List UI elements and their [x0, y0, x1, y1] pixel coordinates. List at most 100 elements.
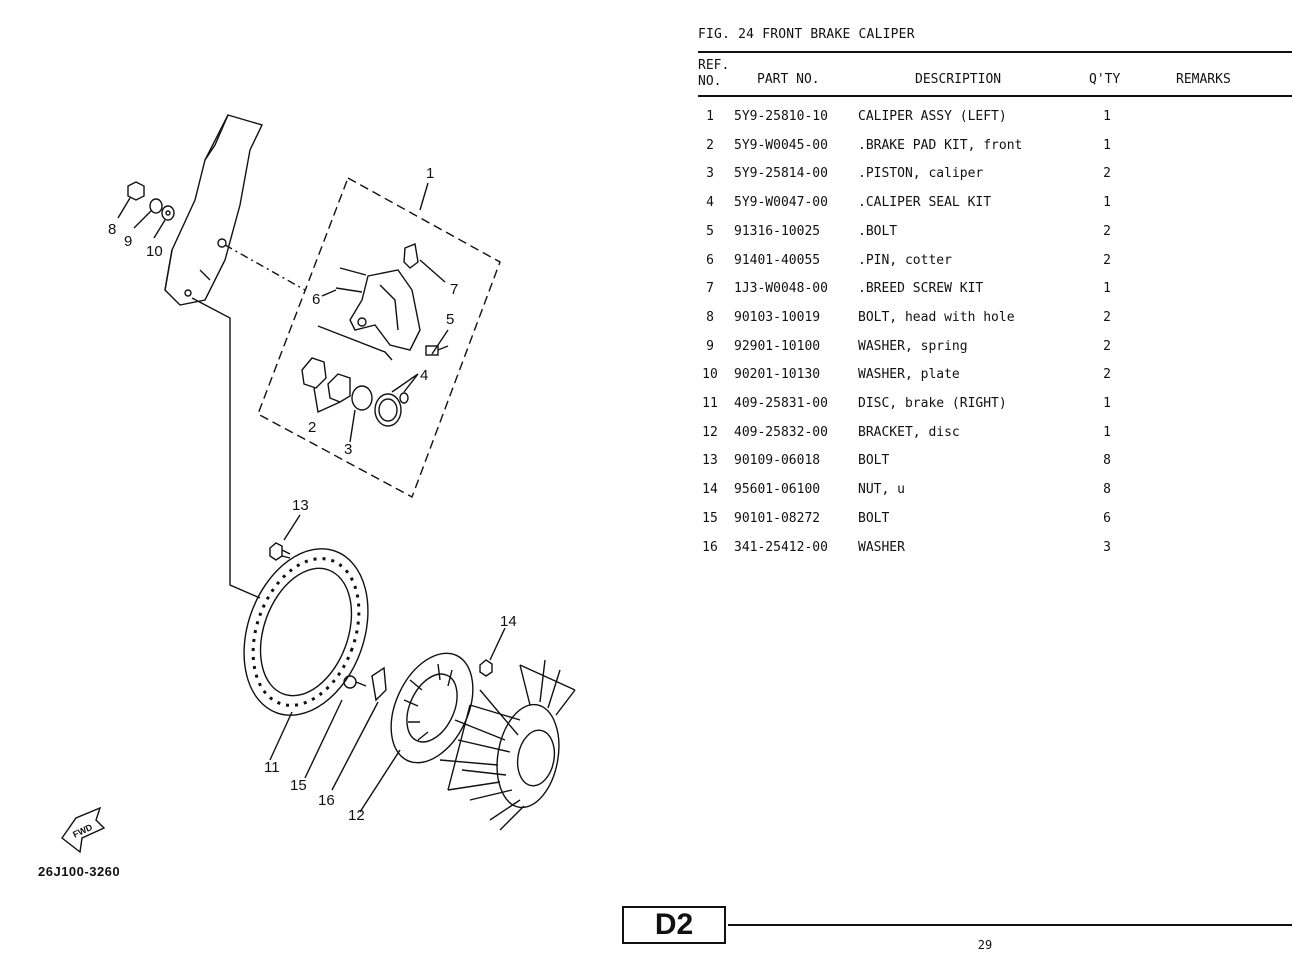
description: CALIPER ASSY (LEFT) — [858, 109, 1007, 124]
ref-no: 3 — [706, 166, 714, 182]
part-no: 90103-10019 — [734, 309, 821, 325]
callout-7: 7 — [450, 281, 458, 298]
quantity: 6 — [1103, 510, 1111, 526]
ref-no: 10 — [702, 367, 718, 383]
quantity: 1 — [1103, 396, 1111, 411]
ref-no: 6 — [706, 252, 714, 268]
callout-10: 10 — [146, 243, 163, 260]
part-no: 5Y9-W0045-00 — [734, 137, 828, 153]
header-part-no: PART NO. — [757, 72, 820, 87]
ref-no: 12 — [702, 424, 718, 440]
caliper-assy-box — [257, 176, 501, 498]
description: .CALIPER SEAL KIT — [858, 195, 992, 211]
table-row: 3 5Y9-25814-00 .PISTON, caliper 2 — [698, 166, 1292, 186]
callout-3: 3 — [344, 441, 352, 458]
quantity: 2 — [1103, 367, 1111, 383]
quantity: 2 — [1103, 338, 1111, 354]
table-row: 4 5Y9-W0047-00 .CALIPER SEAL KIT 1 — [698, 195, 1292, 215]
ref-no: 5 — [706, 223, 714, 239]
part-no: 95601-06100 — [734, 482, 821, 498]
caliper-body-drawing — [317, 243, 449, 361]
bolt-13-drawing — [269, 514, 301, 561]
description: BOLT — [858, 510, 890, 526]
table-row: 15 90101-08272 BOLT 6 — [698, 511, 1292, 531]
callout-12: 12 — [348, 807, 365, 824]
piston-seals-drawing — [349, 373, 419, 443]
exploded-parts-diagram: 1 2 3 4 5 6 7 8 9 10 11 12 13 14 15 16 F… — [61, 114, 576, 854]
description: BOLT — [858, 453, 890, 469]
description: .PISTON, caliper — [858, 166, 984, 182]
quantity: 1 — [1103, 424, 1111, 440]
ref-no: 2 — [706, 137, 714, 153]
leader-fork-disc — [191, 297, 261, 599]
table-row: 7 1J3-W0048-00 .BREED SCREW KIT 1 — [698, 281, 1292, 301]
part-no: 409-25832-00 — [734, 424, 828, 440]
leader-fork-caliper — [224, 244, 306, 291]
callout-15: 15 — [290, 777, 307, 794]
part-no: 90109-06018 — [734, 453, 821, 469]
callout-14: 14 — [500, 613, 517, 630]
fwd-arrow-drawing — [61, 806, 106, 854]
quantity: 1 — [1103, 137, 1111, 153]
title-rule — [698, 51, 1292, 53]
table-row: 2 5Y9-W0045-00 .BRAKE PAD KIT, front 1 — [698, 138, 1292, 158]
figure-title: FIG. 24 FRONT BRAKE CALIPER — [698, 27, 915, 42]
ref-no: 14 — [702, 482, 718, 498]
part-no: 90101-08272 — [734, 510, 821, 526]
callout-6: 6 — [312, 291, 320, 308]
nut-14-drawing — [479, 627, 506, 677]
part-no: 5Y9-25814-00 — [734, 166, 828, 182]
brake-disc-drawing — [243, 548, 369, 761]
ref-no: 4 — [706, 195, 714, 211]
brake-pads-drawing — [301, 357, 351, 414]
ref-no: 8 — [706, 309, 714, 325]
callout-9: 9 — [124, 233, 132, 250]
callout-16: 16 — [318, 792, 335, 809]
quantity: 2 — [1103, 309, 1111, 325]
callout-2: 2 — [308, 419, 316, 436]
leader-1 — [419, 182, 429, 211]
callout-5: 5 — [446, 311, 454, 328]
callout-4: 4 — [420, 367, 428, 384]
description: WASHER — [858, 539, 905, 555]
part-no: 341-25412-00 — [734, 539, 828, 555]
header-ref-line2: NO. — [698, 74, 722, 89]
quantity: 1 — [1103, 281, 1111, 297]
ref-no: 13 — [702, 453, 718, 469]
header-qty: Q'TY — [1089, 72, 1121, 87]
header-ref-line1: REF. — [698, 58, 730, 73]
callout-13: 13 — [292, 497, 309, 514]
description: WASHER, spring — [858, 338, 968, 354]
wheel-hub-drawing — [439, 659, 576, 831]
ref-no: 15 — [702, 510, 718, 526]
ref-no: 7 — [706, 281, 714, 297]
quantity: 2 — [1103, 223, 1111, 239]
header-ref: REF. NO. — [698, 58, 729, 90]
ref-no: 9 — [706, 338, 714, 354]
part-no: 409-25831-00 — [734, 396, 828, 411]
part-no: 91401-40055 — [734, 252, 821, 268]
description: .BREED SCREW KIT — [858, 281, 984, 297]
diagram-code: 26J100-3260 — [38, 864, 121, 879]
quantity: 1 — [1103, 195, 1111, 211]
description: .BRAKE PAD KIT, front — [858, 137, 1023, 153]
quantity: 3 — [1103, 539, 1111, 555]
part-no: 90201-10130 — [734, 367, 821, 383]
part-no: 5Y9-W0047-00 — [734, 195, 828, 211]
part-no: 5Y9-25810-10 — [734, 109, 828, 124]
description: WASHER, plate — [858, 367, 960, 383]
part-no: 1J3-W0048-00 — [734, 281, 828, 297]
description: .PIN, cotter — [858, 252, 952, 268]
ref-no: 16 — [702, 539, 718, 555]
section-code-box: D2 — [622, 906, 726, 944]
ref-no: 11 — [702, 396, 718, 411]
quantity: 2 — [1103, 166, 1111, 182]
description: NUT, u — [858, 482, 905, 498]
